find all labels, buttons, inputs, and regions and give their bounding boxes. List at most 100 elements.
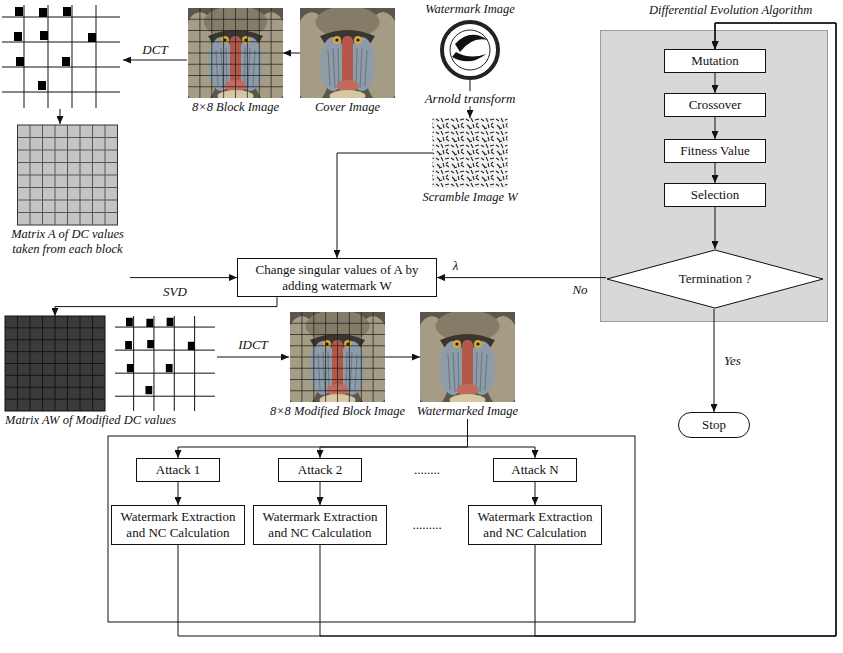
connector [130,277,237,278]
image-area [5,125,130,227]
connector [178,482,179,505]
connector [715,207,716,249]
modified-dc-matrix-grid [5,316,105,411]
modified-block-image [282,310,393,408]
image-node: Matrix A of DC values taken from each bl… [5,125,130,290]
box-text: Watermark Extraction and NC Calculation [260,509,380,540]
dct-arrow [123,60,187,61]
box-text: Watermark Extraction and NC Calculation [475,509,595,540]
connector [55,297,277,316]
panel-heading: Differential Evolution Algorithm [649,3,812,18]
logo-mark [455,35,488,52]
image-area [415,118,525,190]
connector [320,23,836,636]
block-grid [188,8,283,98]
dc-matrix [18,125,118,225]
modified-dc-matrix [5,316,105,411]
box-text: Crossover [689,97,742,113]
image-node: 8×8 Modified Block Image [268,312,408,419]
label-holder: No [570,282,589,298]
image-node: Watermarked Image [413,312,523,419]
image-area [188,8,283,100]
modified-block-grid [115,316,215,411]
label-holder: IDCT [236,337,270,353]
label-holder: ......... [410,517,443,533]
connector [715,163,716,183]
image-caption: Scramble Image W [415,190,525,205]
connector [337,153,433,258]
annotation: DCT [140,42,169,57]
edge-label-holder: λ [451,258,461,274]
scramble-image [433,118,508,188]
process-box: Selection [664,183,766,207]
annotation: ........ [412,462,442,477]
box-text: Change singular values of A by adding wa… [244,262,430,293]
decision-text: Termination ? [679,271,751,287]
dct-block-grid [2,5,120,108]
connector [715,73,716,93]
image-node: 8×8 Block Image [188,8,283,115]
box-text: Attack 2 [298,462,342,478]
watermarked-image [412,310,523,408]
process-box: Attack 2 [278,458,362,482]
connector [535,23,836,636]
connector [178,23,836,636]
image-area [300,8,395,100]
image-node: Watermark Image [420,2,520,80]
image-area [5,316,225,413]
box-text: Mutation [691,53,739,69]
connector [385,357,420,358]
image-area [413,312,523,404]
image-node: Cover Image [300,8,395,115]
logo-mark [452,52,486,61]
connector [320,482,321,505]
connectors [55,23,836,636]
box-text: Attack 1 [156,462,200,478]
annotation: SVD [161,284,189,299]
connector [715,117,716,139]
box-text: Attack N [511,462,558,478]
edge-label-holder: Arnold transform [423,91,518,107]
process-box: Change singular values of A by adding wa… [237,258,437,297]
cover-image [292,6,403,104]
logo-inner [450,30,490,70]
terminal-box: Stop [678,412,750,438]
image-area [420,20,520,80]
diamond-shape [607,250,823,308]
annotation: No [570,282,589,297]
process-box: Fitness Value [664,139,766,163]
attack-group-frame [108,436,635,622]
connector [320,419,468,458]
box-text: Fitness Value [680,143,749,159]
connector [714,309,715,412]
box-text: Watermark Extraction and NC Calculation [118,509,238,540]
image-caption: Cover Image [300,100,395,115]
process-box: Watermark Extraction and NC Calculation [468,505,602,545]
image-caption: 8×8 Block Image [188,100,283,115]
image-node: Scramble Image W [415,118,525,205]
label-holder: ........ [412,462,442,478]
arrow [60,109,61,124]
process-box: Crossover [664,93,766,117]
logo-ring [442,22,498,78]
annotation: ......... [410,517,443,532]
connector [535,482,536,505]
process-box: Watermark Extraction and NC Calculation [111,505,245,545]
image-area [268,312,408,404]
edge-label-holder: Yes [722,353,743,369]
process-box: Mutation [664,49,766,73]
image-node: Matrix AW of Modified DC values [5,316,225,428]
annotation: IDCT [236,337,270,352]
edge-label: Arnold transform [423,91,518,106]
connector [178,419,468,458]
label-holder: DCT [140,42,169,58]
dc-matrix-grid [18,125,118,225]
block-image [180,6,291,104]
image-caption: 8×8 Modified Block Image [268,404,408,419]
modified-block-grid-lines [290,312,385,402]
idct-arrow [217,357,289,358]
connector [470,80,471,118]
image-caption: Matrix AW of Modified DC values [5,413,225,428]
box-text: Selection [691,187,739,203]
